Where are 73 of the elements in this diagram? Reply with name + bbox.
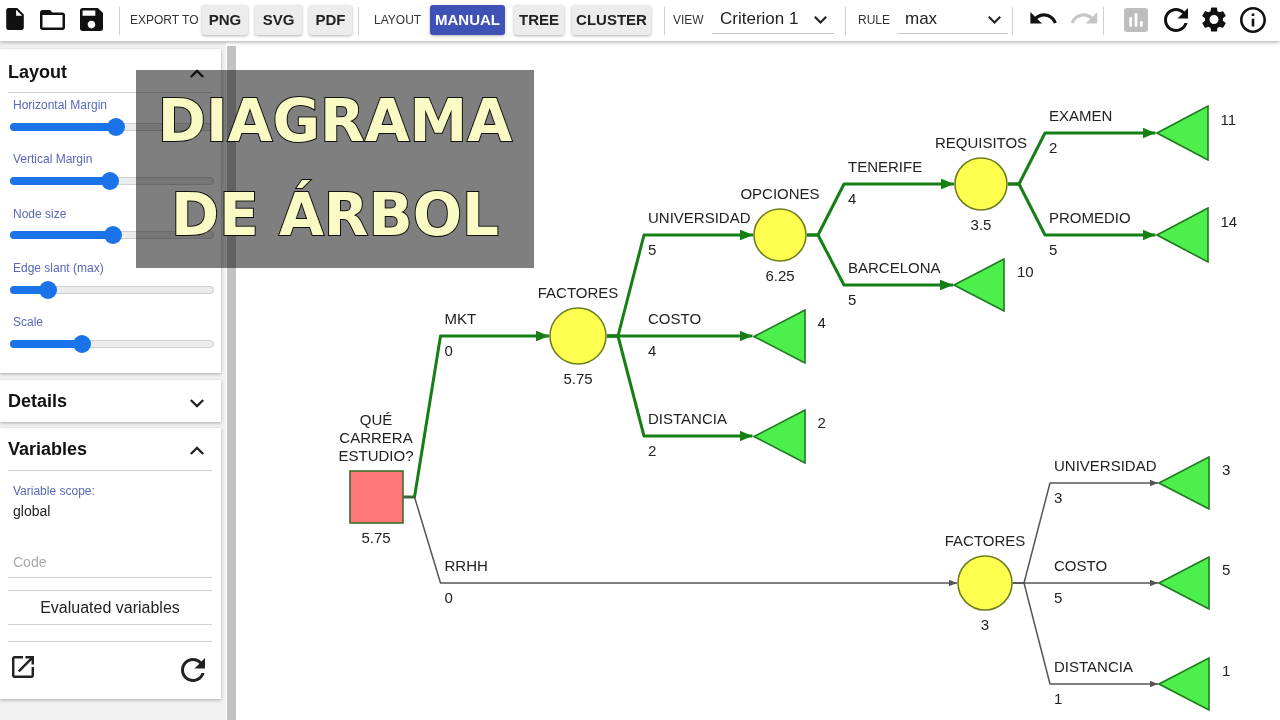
edge-label: UNIVERSIDAD	[1054, 457, 1157, 475]
payoff-value: 2	[817, 414, 826, 432]
edge-value: 5	[648, 241, 657, 259]
slider-label: Horizontal Margin	[13, 98, 108, 112]
payoff-value: 10	[1017, 263, 1034, 281]
toolbar-caption: LAYOUT	[374, 13, 422, 27]
payoff-value: 1	[1222, 662, 1231, 680]
slider-label: Scale	[13, 315, 44, 329]
edge-label: COSTO	[1054, 557, 1108, 575]
node-value: 3.5	[970, 216, 992, 234]
panel-heading: Details	[8, 390, 68, 412]
arrow	[1008, 182, 1156, 241]
edge-label: TENERIFE	[848, 158, 923, 176]
edge-value: 5	[848, 291, 857, 309]
edge-label: COSTO	[648, 310, 702, 328]
layout-button: MANUAL	[430, 5, 505, 35]
section-toggle: Evaluated variables	[8, 590, 212, 625]
title-banner: DIAGRAMA DE ÁRBOL	[136, 70, 534, 268]
arrow	[807, 233, 953, 291]
slider-label: Edge slant (max)	[13, 261, 104, 275]
edge-value: 3	[1054, 489, 1063, 507]
layout-button: CLUSTER	[572, 5, 651, 35]
node-value: 3	[980, 616, 990, 634]
code-input-field: Code	[8, 548, 212, 578]
export-button: PDF	[309, 5, 352, 35]
node-label: FACTORES	[537, 284, 619, 302]
panel-heading: Layout	[8, 61, 67, 83]
payoff-value: 14	[1220, 213, 1238, 231]
edge-value: 2	[648, 442, 657, 460]
arrow	[402, 496, 958, 587]
slider-label: Vertical Margin	[13, 152, 93, 166]
scope-value: global	[13, 503, 51, 520]
edge-label: DISTANCIA	[648, 410, 727, 428]
edge-label: MKT	[444, 310, 477, 328]
slider-label: Node size	[13, 207, 67, 221]
edge-value: 0	[444, 589, 453, 607]
edge-label: DISTANCIA	[1054, 658, 1133, 676]
export-button: PNG	[202, 5, 248, 35]
node-value: 5.75	[563, 370, 593, 388]
payoff-value: 4	[817, 314, 826, 332]
panel-heading: Variables	[8, 438, 88, 460]
edge-value: 4	[848, 190, 857, 208]
node-label: REQUISITOS	[934, 134, 1028, 152]
payoff-value: 5	[1222, 561, 1231, 579]
rule-select: max	[897, 4, 1008, 34]
export-button: SVG	[255, 5, 302, 35]
edge-value: 2	[1049, 139, 1058, 157]
toolbar-caption: RULE	[858, 13, 890, 27]
view-select: Criterion 1	[712, 4, 834, 34]
edge-label: BARCELONA	[848, 259, 941, 277]
toolbar-caption: EXPORT TO	[130, 13, 199, 27]
edge-label: RRHH	[444, 557, 488, 575]
arrow	[607, 334, 753, 442]
node-label: OPCIONES	[740, 185, 820, 203]
layout-button: TREE	[514, 5, 564, 35]
node-value: 5.75	[361, 529, 391, 547]
edge-label: PROMEDIO	[1049, 209, 1131, 227]
node-label: QUÉ CARRERA ESTUDIO?	[337, 411, 415, 465]
edge-label: EXAMEN	[1049, 107, 1113, 125]
edge-value: 5	[1049, 241, 1058, 259]
edge-value: 0	[444, 342, 453, 360]
edge-value: 5	[1054, 589, 1063, 607]
payoff-value: 3	[1222, 461, 1231, 479]
node-value: 6.25	[765, 267, 795, 285]
edge-label: UNIVERSIDAD	[648, 209, 751, 227]
node-label: FACTORES	[944, 532, 1026, 550]
edge-value: 4	[648, 342, 657, 360]
toolbar-caption: VIEW	[673, 13, 704, 27]
edge-value: 1	[1054, 690, 1063, 708]
field-label: Variable scope:	[13, 484, 95, 498]
payoff-value: 11	[1220, 111, 1237, 129]
arrow	[1012, 582, 1159, 688]
arrow	[403, 330, 549, 499]
